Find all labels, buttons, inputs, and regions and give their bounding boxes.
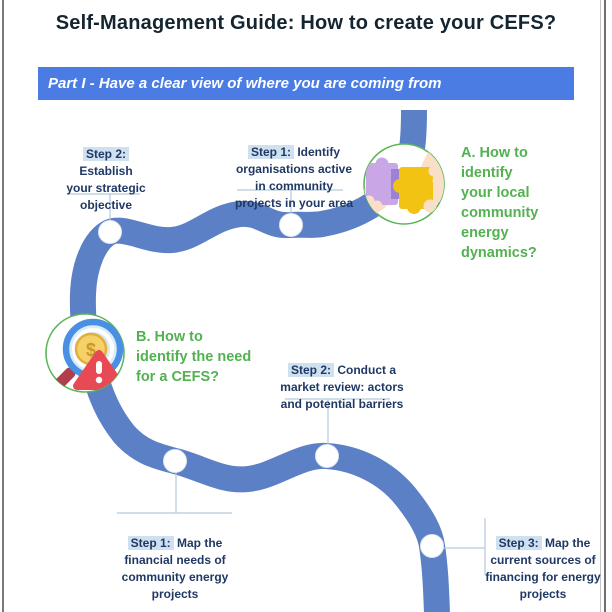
step-text: Identify organisations active in communi… [234, 145, 354, 210]
callout-lines [68, 189, 486, 575]
milestone-dot [98, 220, 122, 244]
callout-line-b-step3 [443, 518, 486, 575]
step-label-b1: Step 1: Map the financial needs of commu… [105, 518, 245, 603]
callout-line-b-step1 [117, 472, 232, 514]
step-label-b2: Step 2: Conduct a market review: actors … [272, 345, 412, 413]
callout-line-a-step1 [237, 189, 343, 214]
step-text: Conduct a market review: actors and pote… [280, 363, 404, 411]
page-border-right [604, 0, 606, 612]
step-tag: Step 1: [127, 536, 174, 550]
step-label-b3: Step 3: Map the current sources of finan… [476, 518, 610, 603]
page-border-right-shadow [600, 0, 601, 612]
milestone-dots [98, 213, 444, 558]
section-a-heading: A. How to identify your local community … [461, 145, 539, 261]
svg-text:$: $ [86, 340, 96, 360]
step-tag: Step 1: [247, 145, 294, 159]
step-text: Establish your strategic objective [66, 164, 146, 212]
magnifier-dollar-warning-icon: $ [45, 313, 125, 393]
milestone-dot [315, 444, 339, 468]
part-banner: Part I - Have a clear view of where you … [38, 67, 574, 100]
section-b-heading: B. How to identify the need for a CEFS? [136, 329, 252, 385]
step-text: Map the current sources of financing for… [485, 536, 601, 601]
milestone-dot [163, 449, 187, 473]
step-text: Map the financial needs of community ene… [121, 536, 229, 601]
milestone-dot [279, 213, 303, 237]
step-tag: Step 2: [82, 147, 129, 161]
step-label-a2: Step 2: Establish your strategic objecti… [40, 129, 172, 214]
milestone-dot [420, 534, 444, 558]
part-banner-label: Part I - Have a clear view of where you … [48, 75, 442, 92]
step-label-a1: Step 1: Identify organisations active in… [224, 127, 364, 212]
callout-line-b-step2 [285, 398, 390, 446]
page-title: Self-Management Guide: How to create you… [55, 12, 557, 34]
step-tag: Step 3: [495, 536, 542, 550]
callout-line-a-step2 [68, 193, 140, 221]
page-border-left [2, 0, 4, 612]
step-tag: Step 2: [287, 363, 334, 377]
